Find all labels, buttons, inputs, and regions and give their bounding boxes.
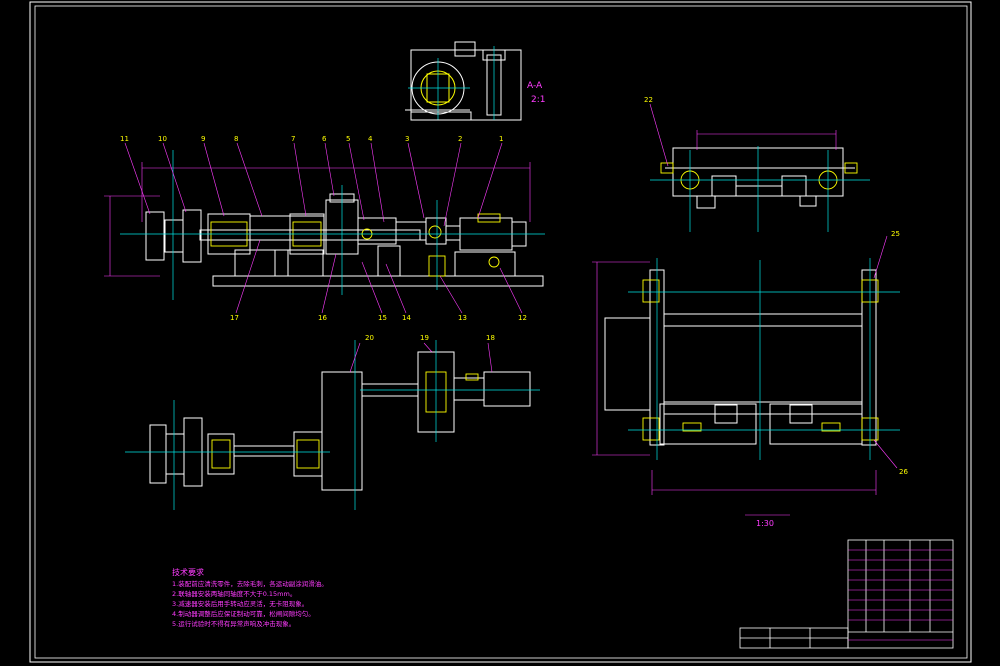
part-label: 11 [120,135,129,143]
title-block-rows [848,549,953,641]
brake-section-view [405,41,522,121]
part-label: 17 [230,314,239,322]
side-view [649,103,870,232]
note-line: 5.运行试验时不得有异常声响及冲击现象。 [172,620,296,628]
note-line: 4.制动器调整后应保证制动可靠，松闸间隙均匀。 [172,610,315,618]
plan-view [592,235,900,516]
part-label: 16 [318,314,327,322]
part-label: 7 [291,135,295,143]
part-label: 3 [405,135,409,143]
part-label: 4 [368,135,373,143]
part-label: 14 [402,314,411,322]
part-label: 1 [499,135,503,143]
front-elevation-view [104,142,545,314]
section-title: A-A [527,81,543,91]
part-label: 12 [518,314,527,322]
technical-notes: 技术要求 1.装配前应清洗零件，去除毛刺，各运动副涂润滑油。 2.联轴器安装两轴… [172,568,422,629]
part-label: 15 [378,314,387,322]
notes-title: 技术要求 [172,568,204,577]
part-label: 13 [458,314,467,322]
part-label: 22 [644,96,653,104]
part-label: 2 [458,135,462,143]
sheet-border-inner [34,5,968,659]
title-block [739,539,954,649]
part-label: 5 [346,135,350,143]
part-label: 19 [420,334,429,342]
sheet-border-outer [29,1,972,663]
note-line: 1.装配前应清洗零件，去除毛刺，各运动副涂润滑油。 [172,580,328,588]
transmission-schematic [125,340,540,510]
part-label: 25 [891,230,900,238]
part-label: 10 [158,135,167,143]
section-scale: 2:1 [531,95,545,105]
note-line: 3.减速器安装后用手转动应灵活，无卡阻现象。 [172,600,309,608]
plan-scale: 1:30 [756,519,774,528]
part-label: 9 [201,135,205,143]
part-label: 8 [234,135,238,143]
part-label: 26 [899,468,908,476]
note-line: 2.联轴器安装两轴同轴度不大于0.15mm。 [172,590,297,598]
part-label: 6 [322,135,327,143]
part-label: 20 [365,334,374,342]
part-label: 18 [486,334,495,342]
